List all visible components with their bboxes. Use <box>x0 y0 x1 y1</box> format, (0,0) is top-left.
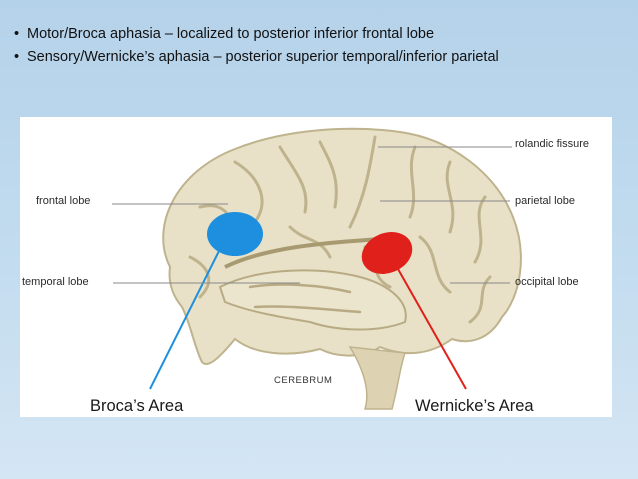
bullet-item-wernicke: • Sensory/Wernicke’s aphasia – posterior… <box>14 47 624 67</box>
wernicke-pointer-line <box>397 268 467 390</box>
frontal-lobe-label: frontal lobe <box>36 195 91 207</box>
broca-area-marker <box>207 212 263 256</box>
bullet-list: • Motor/Broca aphasia – localized to pos… <box>14 24 624 70</box>
brain-figure: rolandic fissure frontal lobe parietal l… <box>20 117 612 417</box>
rolandic-fissure-label: rolandic fissure <box>515 138 589 150</box>
temporal-lobe-label: temporal lobe <box>22 276 89 288</box>
broca-pointer-line <box>149 248 221 390</box>
brain-illustration <box>112 127 522 410</box>
cerebrum-caption: CEREBRUM <box>274 375 333 386</box>
wernicke-area-marker <box>361 232 413 274</box>
occipital-lobe-label: occipital lobe <box>515 276 579 288</box>
wernicke-area-label: Wernicke’s Area <box>415 397 534 415</box>
bullet-text: Sensory/Wernicke’s aphasia – posterior s… <box>27 49 499 65</box>
bullet-text: Motor/Broca aphasia – localized to poste… <box>27 26 435 42</box>
bullet-dot: • <box>14 26 20 42</box>
bullet-dot: • <box>14 49 20 65</box>
parietal-lobe-label: parietal lobe <box>515 195 575 207</box>
broca-area-label: Broca’s Area <box>90 397 184 415</box>
bullet-item-broca: • Motor/Broca aphasia – localized to pos… <box>14 24 624 44</box>
